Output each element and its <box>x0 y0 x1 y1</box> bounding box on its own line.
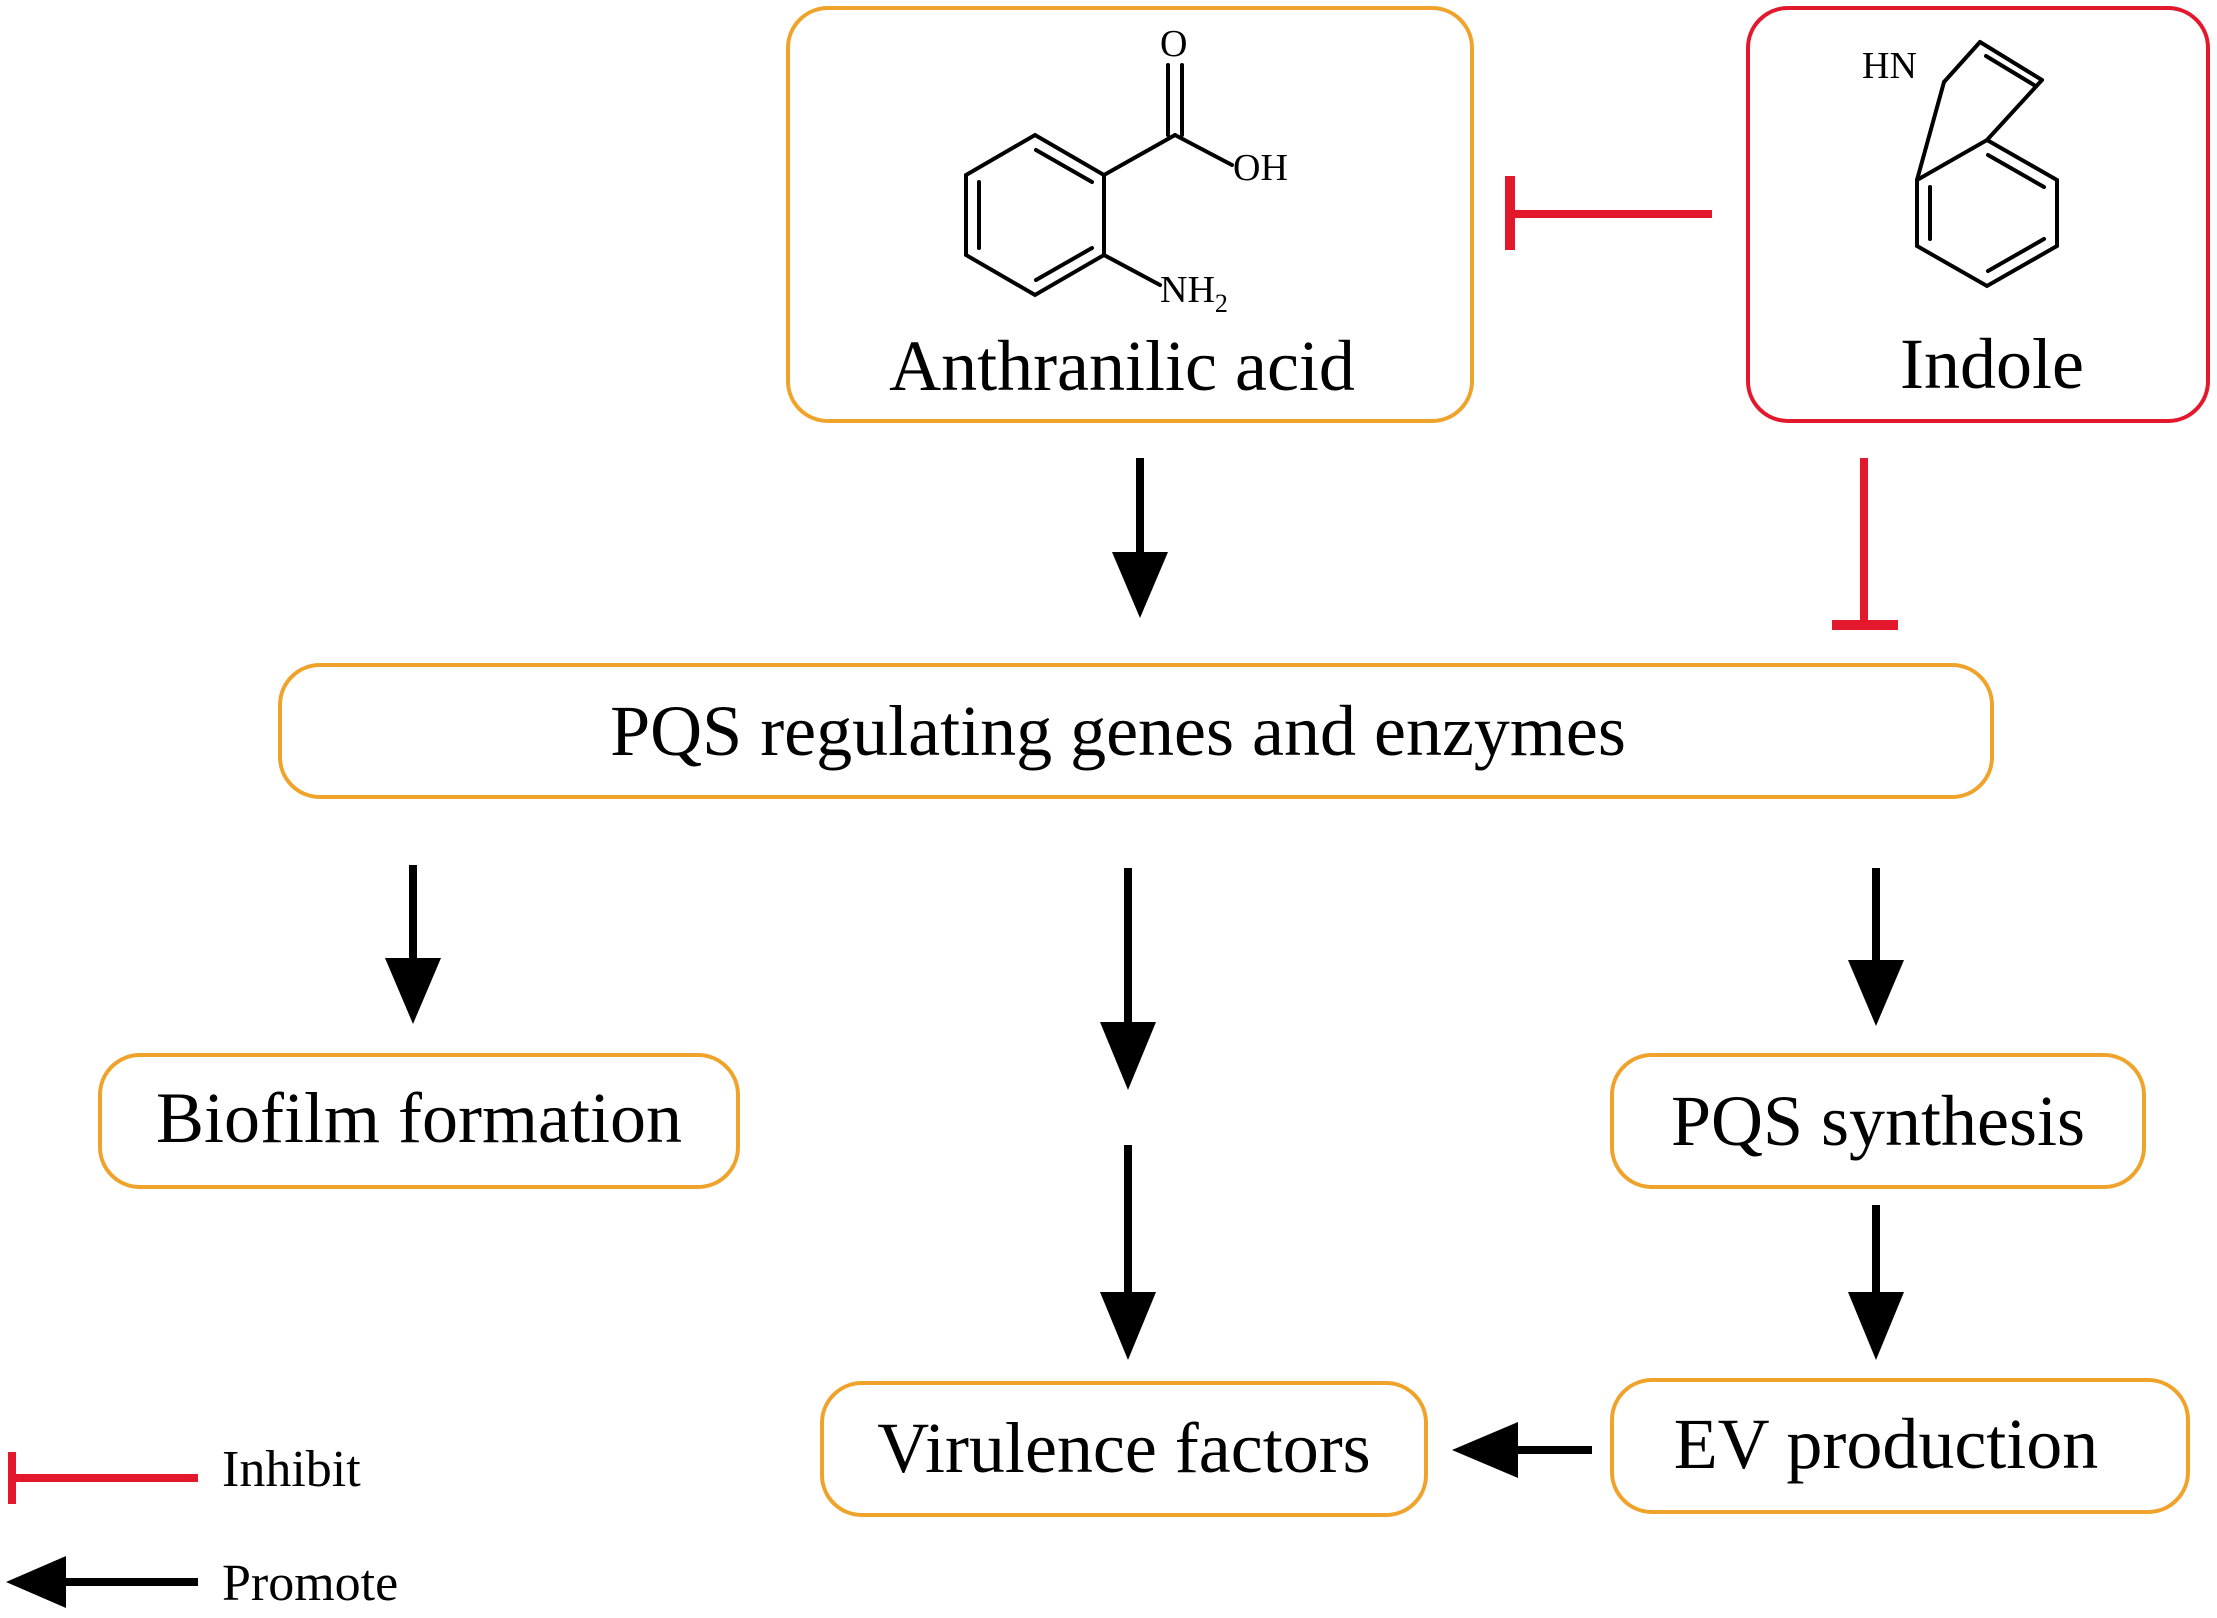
edge-indole-inhibits-pqs-regulating <box>1832 458 1898 630</box>
node-pqs-regulating: PQS regulating genes and enzymes <box>278 663 1994 799</box>
indole-structure: HN <box>1862 40 2059 289</box>
legend-promote-label: Promote <box>222 1555 398 1612</box>
edge-indole-inhibits-anthranilic <box>1505 176 1712 250</box>
node-indole: HN Indole <box>1746 6 2210 423</box>
amine-label: NH2 <box>1160 269 1228 318</box>
legend-inhibit-label: Inhibit <box>222 1441 361 1498</box>
node-anthranilic-acid: O OH NH2 Anthranilic acid <box>786 6 1474 423</box>
pqs-regulating-label: PQS regulating genes and enzymes <box>610 691 1626 771</box>
edge-pqs-regulating-to-virulence-upper <box>1100 868 1156 1090</box>
anthranilic-acid-structure: O OH NH2 <box>964 23 1288 318</box>
node-ev-production: EV production <box>1610 1378 2190 1514</box>
anthranilic-acid-label: Anthranilic acid <box>889 326 1355 406</box>
edge-pqs-regulating-to-biofilm <box>385 865 441 1024</box>
edge-anthranilic-to-pqs-regulating <box>1112 458 1168 618</box>
edge-pqs-regulating-to-virulence-lower <box>1100 1145 1156 1360</box>
virulence-factors-label: Virulence factors <box>877 1408 1370 1488</box>
pqs-synthesis-label: PQS synthesis <box>1671 1081 2085 1161</box>
legend-inhibit: Inhibit <box>8 1441 361 1504</box>
hydroxyl-label: OH <box>1233 147 1288 189</box>
node-virulence-factors: Virulence factors <box>820 1381 1428 1517</box>
edge-pqs-regulating-to-pqs-synthesis <box>1848 868 1904 1026</box>
legend: Inhibit Promote <box>6 1441 398 1612</box>
indole-nh-label: HN <box>1862 45 1917 87</box>
node-biofilm-formation: Biofilm formation <box>98 1053 740 1189</box>
ev-production-label: EV production <box>1674 1404 2099 1484</box>
legend-promote: Promote <box>6 1555 398 1612</box>
node-pqs-synthesis: PQS synthesis <box>1610 1053 2146 1189</box>
indole-label: Indole <box>1900 324 2084 404</box>
biofilm-formation-label: Biofilm formation <box>156 1078 682 1158</box>
edge-ev-production-to-virulence <box>1452 1422 1592 1478</box>
oxygen-label: O <box>1160 23 1187 65</box>
edge-pqs-synthesis-to-ev-production <box>1848 1205 1904 1360</box>
